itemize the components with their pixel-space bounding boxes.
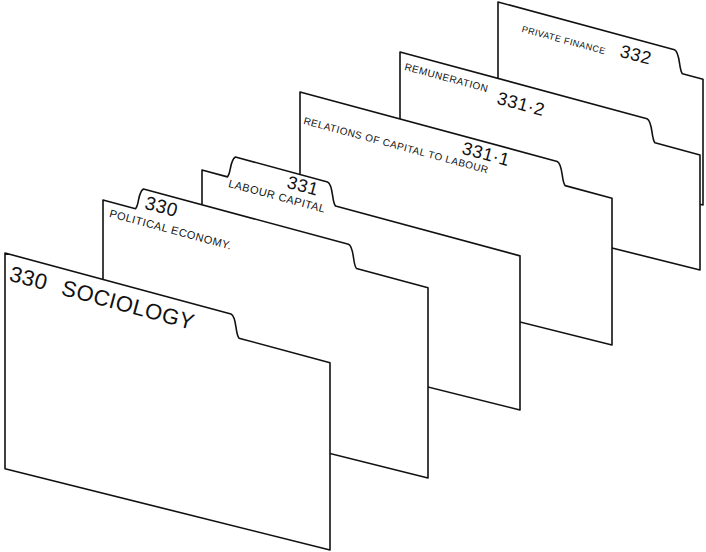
card-outline-path xyxy=(498,2,703,205)
guide-card: 330SOCIOLOGY xyxy=(3,251,332,552)
card-outline xyxy=(3,251,332,552)
